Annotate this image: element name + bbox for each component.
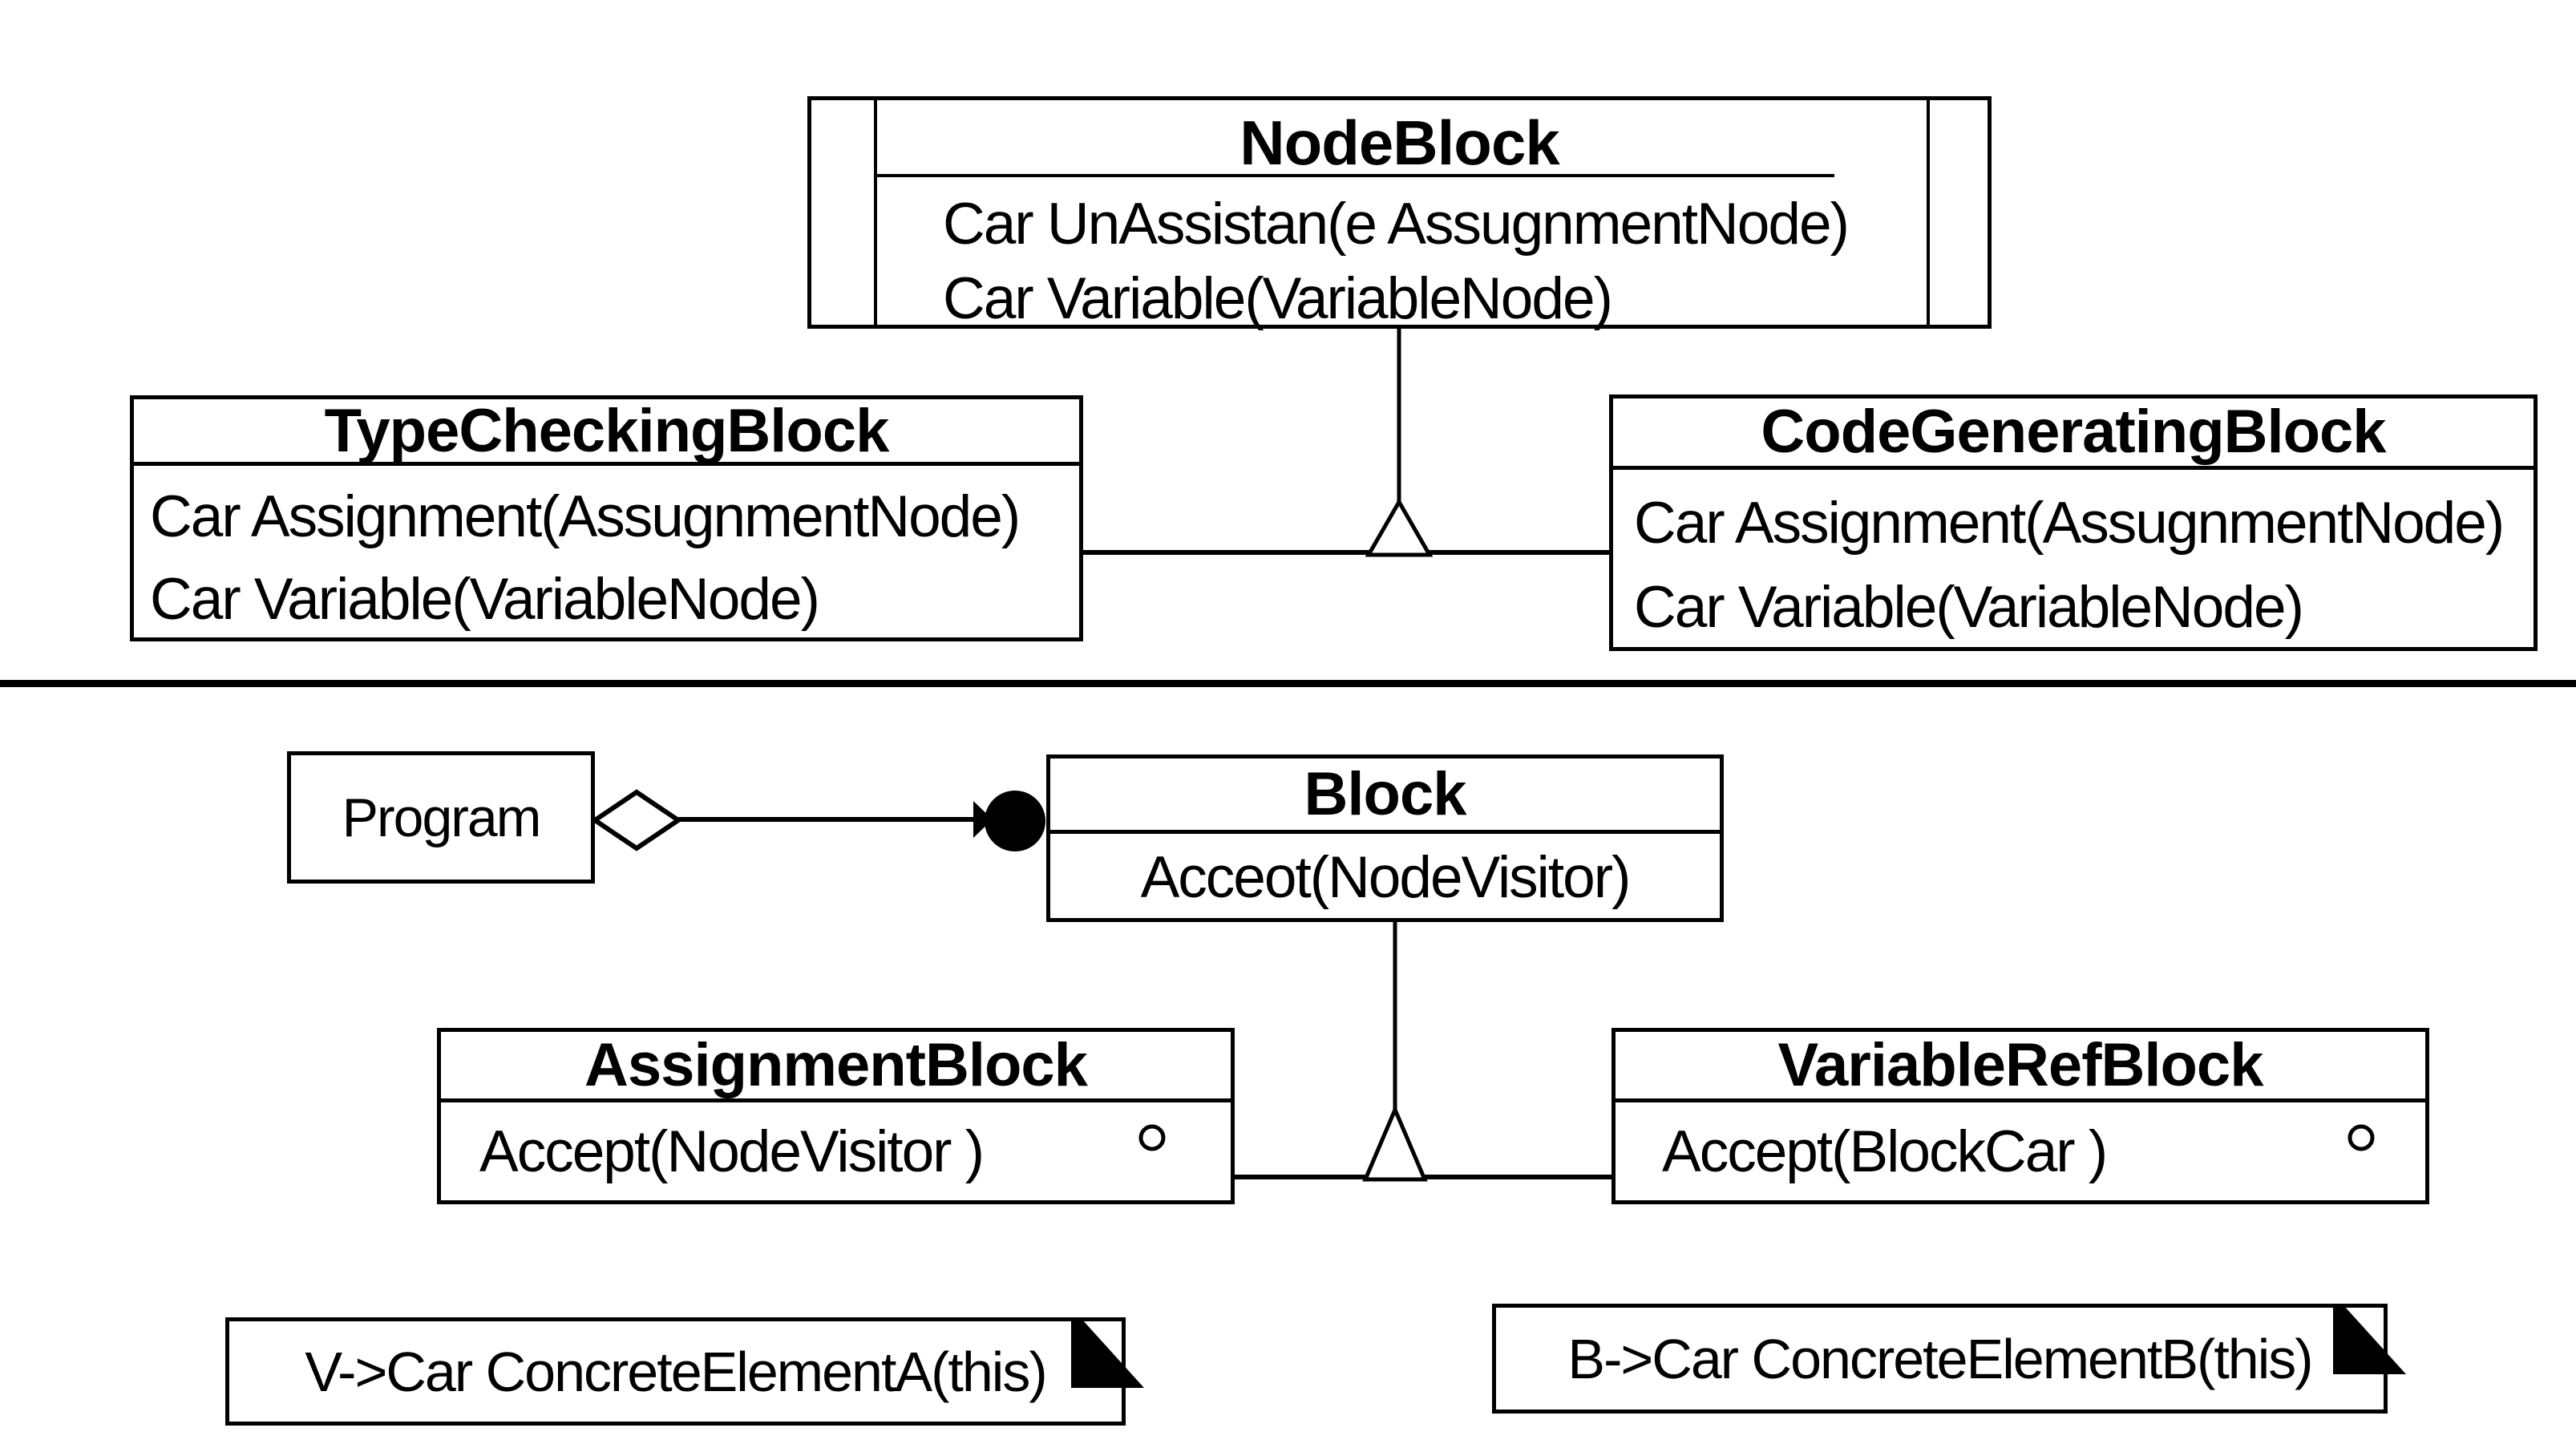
section-divider-line: [0, 680, 2576, 687]
nodeblock-method: Car UnAssistan(e AssugnmentNode): [943, 192, 1850, 257]
inheritance-triangle-icon: [1365, 497, 1434, 557]
assignmentblock-methods: Accept(NodeVisitor ): [441, 1102, 1231, 1190]
note-box-right: B->Car ConcreteElementB(this): [1492, 1304, 2388, 1414]
typecheckingblock-methods: Car Assignment(AssugnmentNode) Car Varia…: [134, 466, 1079, 641]
assignmentblock-title: AssignmentBlock: [441, 1032, 1231, 1102]
block-title: Block: [1050, 758, 1720, 834]
class-box-block: Block Acceot(NodeVisitor): [1046, 754, 1724, 922]
class-box-assignmentblock: AssignmentBlock Accept(NodeVisitor ): [437, 1028, 1235, 1204]
variablerefblock-methods: Accept(BlockCar ): [1616, 1102, 2425, 1190]
block-method: Acceot(NodeVisitor): [1140, 845, 1632, 910]
codegeneratingblock-title: CodeGeneratingBlock: [1613, 398, 2534, 470]
class-box-nodeblock: NodeBlock Car UnAssistan(e AssugnmentNod…: [807, 96, 1992, 331]
nodeblock-title: NodeBlock: [1239, 107, 1559, 178]
aggregation-diamond-icon: [590, 789, 683, 851]
variablerefblock-title: VariableRefBlock: [1616, 1032, 2425, 1102]
nodeblock-title-separator: [877, 174, 1834, 177]
nodeblock-left-inner-line: [874, 100, 877, 325]
codegeneratingblock-method: Car Assignment(AssugnmentNode): [1634, 491, 2505, 556]
inheritance-triangle-icon: [1362, 1104, 1428, 1182]
note-left-text: V->Car ConcreteElementA(this): [305, 1340, 1047, 1403]
note-box-left: V->Car ConcreteElementA(this): [225, 1317, 1126, 1426]
codegeneratingblock-method: Car Variable(VariableNode): [1634, 575, 2304, 640]
typecheckingblock-method: Car Variable(VariableNode): [150, 567, 820, 632]
typecheckingblock-title: TypeCheckingBlock: [134, 399, 1079, 466]
block-methods: Acceot(NodeVisitor): [1050, 834, 1720, 914]
class-box-variablerefblock: VariableRefBlock Accept(BlockCar ): [1612, 1028, 2429, 1204]
nodeblock-method: Car Variable(VariableNode): [943, 266, 1613, 331]
assignmentblock-method: Accept(NodeVisitor ): [479, 1119, 985, 1184]
class-box-codegeneratingblock: CodeGeneratingBlock Car Assignment(Assug…: [1609, 394, 2538, 651]
composition-circle-icon: [985, 791, 1045, 851]
arrowhead-icon: [973, 801, 993, 838]
program-label: Program: [342, 787, 542, 848]
class-box-typecheckingblock: TypeCheckingBlock Car Assignment(Assugnm…: [130, 395, 1083, 641]
typecheckingblock-method: Car Assignment(AssugnmentNode): [150, 484, 1021, 549]
nodeblock-right-inner-line: [1927, 100, 1930, 325]
variablerefblock-method: Accept(BlockCar ): [1662, 1119, 2108, 1184]
note-right-text: B->Car ConcreteElementB(this): [1567, 1327, 2313, 1390]
program-box: Program: [287, 751, 595, 884]
codegeneratingblock-methods: Car Assignment(AssugnmentNode) Car Varia…: [1613, 470, 2534, 649]
nodeblock-methods: Car UnAssistan(e AssugnmentNode) Car Var…: [943, 187, 1850, 336]
